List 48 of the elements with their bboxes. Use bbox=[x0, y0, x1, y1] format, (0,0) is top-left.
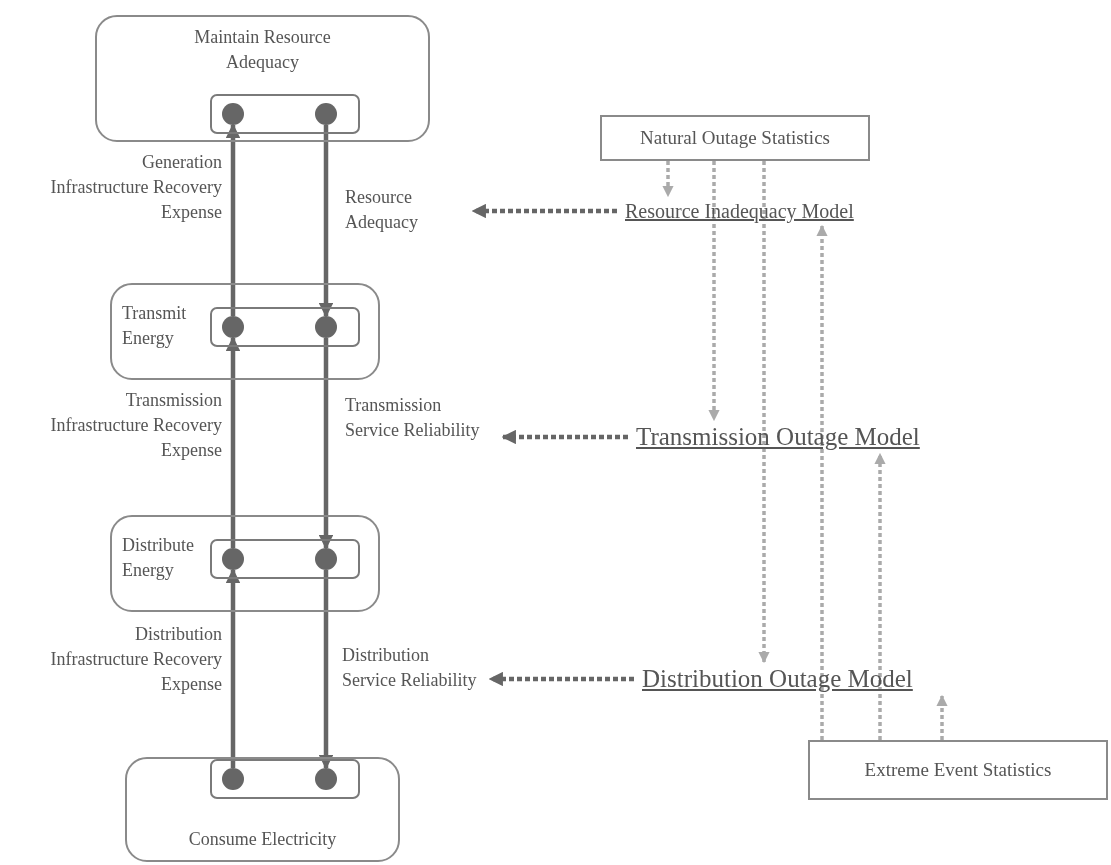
arrow bbox=[225, 123, 241, 316]
port-dot bbox=[315, 548, 337, 570]
process-box bbox=[110, 515, 380, 612]
model-label: Resource Inadequacy Model bbox=[625, 196, 965, 226]
port-box bbox=[210, 94, 360, 134]
arrow bbox=[662, 161, 674, 198]
box-title: Consume Electricity bbox=[187, 828, 338, 851]
edge-label: Distribution Infrastructure Recovery Expense bbox=[50, 623, 222, 696]
port-dot bbox=[222, 768, 244, 790]
port-dot bbox=[315, 768, 337, 790]
box-title: Extreme Event Statistics bbox=[864, 759, 1052, 781]
arrow bbox=[225, 336, 241, 548]
box-title: Distribute Energy bbox=[122, 534, 195, 582]
model-label: Transmission Outage Model bbox=[636, 420, 1006, 454]
arrow bbox=[758, 161, 770, 664]
process-box bbox=[125, 757, 400, 862]
output-label: Resource Adequacy bbox=[345, 185, 465, 239]
source-box bbox=[808, 740, 1108, 800]
arrow bbox=[708, 161, 720, 422]
box-title: Transmit Energy bbox=[122, 302, 188, 350]
process-box bbox=[110, 283, 380, 380]
port-dot bbox=[222, 316, 244, 338]
model-label: Distribution Outage Model bbox=[642, 662, 1022, 696]
source-box bbox=[600, 115, 870, 161]
port-dot bbox=[315, 103, 337, 125]
port-box bbox=[210, 539, 360, 579]
port-dot bbox=[222, 103, 244, 125]
output-label: Distribution Service Reliability bbox=[342, 643, 482, 723]
process-box bbox=[95, 15, 430, 142]
arrow bbox=[816, 224, 828, 740]
box-title: Maintain Resource Adequacy bbox=[193, 26, 332, 74]
arrow bbox=[318, 338, 334, 550]
box-title: Natural Outage Statistics bbox=[640, 127, 830, 149]
edge-label: Transmission Infrastructure Recovery Expense bbox=[50, 389, 222, 462]
arrow bbox=[471, 203, 617, 219]
arrow bbox=[318, 570, 334, 770]
port-box bbox=[210, 759, 360, 799]
arrow bbox=[501, 429, 628, 445]
port-dot bbox=[222, 548, 244, 570]
edge-label: Generation Infrastructure Recovery Expense bbox=[50, 151, 222, 224]
output-label: Transmission Service Reliability bbox=[345, 393, 495, 473]
arrow bbox=[225, 568, 241, 768]
arrow bbox=[318, 125, 334, 318]
arrow bbox=[936, 694, 948, 740]
arrow bbox=[488, 671, 634, 687]
arrow bbox=[874, 452, 886, 740]
port-box bbox=[210, 307, 360, 347]
port-dot bbox=[315, 316, 337, 338]
